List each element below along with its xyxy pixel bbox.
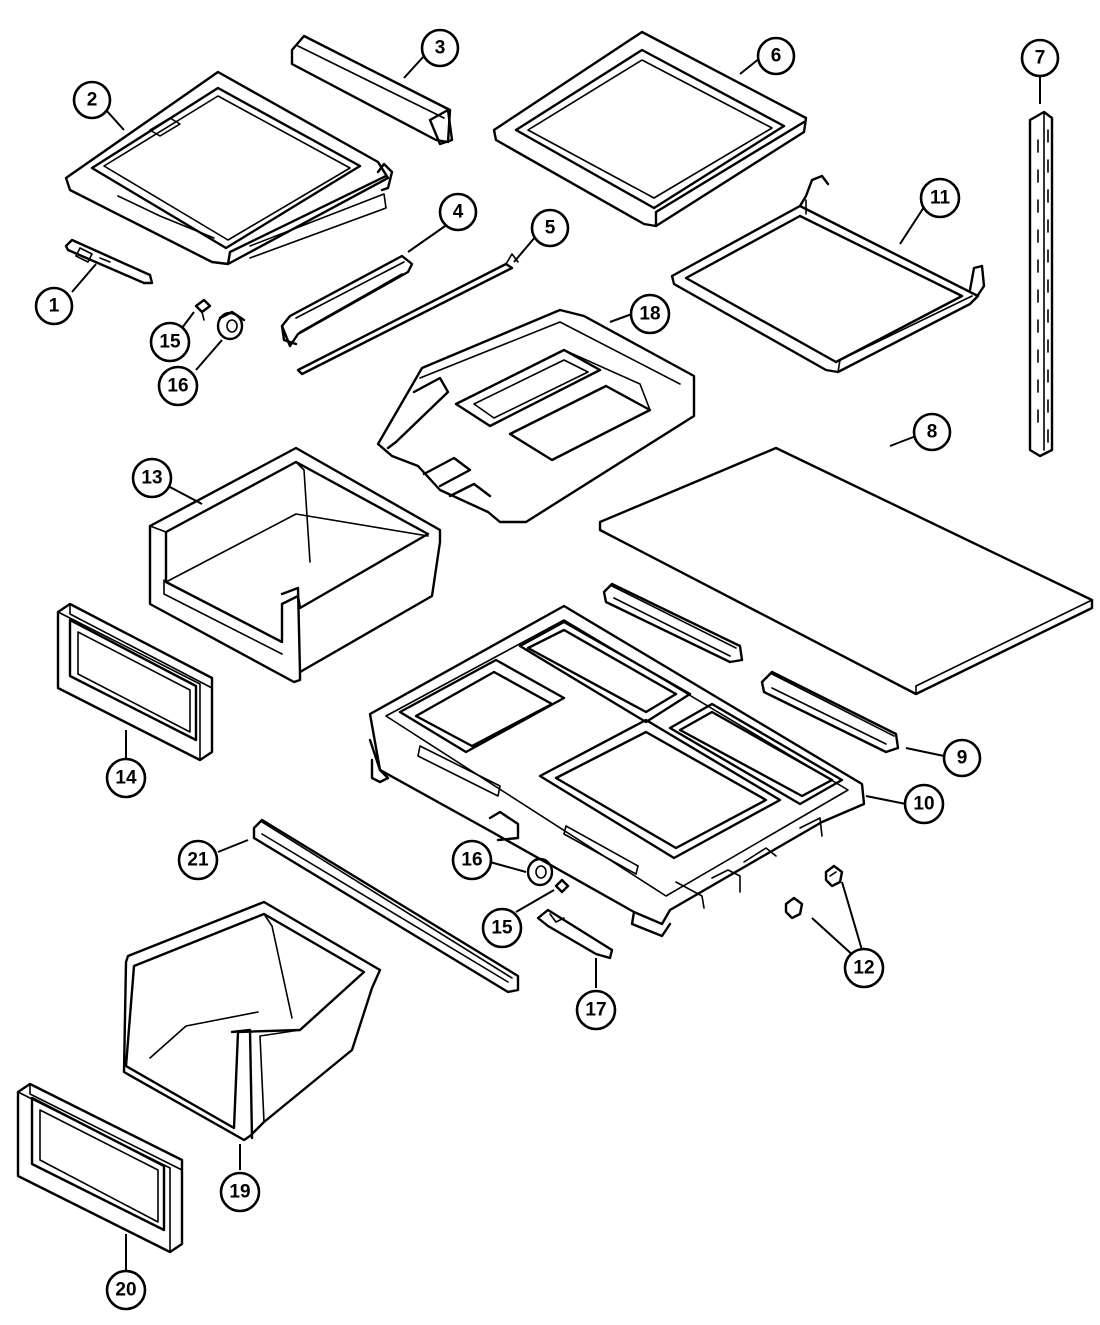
callout-20-label: 20 <box>115 1280 136 1301</box>
callout-9-label: 9 <box>957 748 968 769</box>
callout-3-label: 3 <box>435 38 446 59</box>
callout-17-label: 17 <box>585 1000 606 1021</box>
callout-10-label: 10 <box>913 794 934 815</box>
callout-16-lower: 16 <box>451 839 493 881</box>
part-1-shelf-clip <box>64 238 154 285</box>
callout-16-upper: 16 <box>157 365 199 407</box>
callout-21: 21 <box>177 839 219 881</box>
part-8-glass-panel <box>598 446 1094 696</box>
part-2-glass-shelf <box>64 70 394 266</box>
callout-8: 8 <box>912 412 952 452</box>
callout-2-label: 2 <box>87 90 98 111</box>
callout-13: 13 <box>131 457 173 499</box>
callout-3: 3 <box>420 28 460 68</box>
callout-21-label: 21 <box>187 850 209 871</box>
callout-14-label: 14 <box>115 768 137 789</box>
part-10-crisper-cover <box>368 604 866 938</box>
part-17-latch <box>536 908 614 960</box>
part-19-lower-pan <box>122 900 382 1142</box>
callout-19-label: 19 <box>229 1182 250 1203</box>
part-21-front-rail <box>252 818 520 994</box>
part-20-lower-drawer-front <box>16 1082 184 1254</box>
callout-15-lower: 15 <box>481 907 523 949</box>
callout-16-upper-label: 16 <box>167 376 188 397</box>
part-13-crisper-drawer <box>148 446 442 684</box>
part-11-cantilever-shelf <box>670 174 986 374</box>
part-3-shelf-end-cap <box>290 34 454 146</box>
callout-13-label: 13 <box>141 468 162 489</box>
callout-7: 7 <box>1020 38 1060 78</box>
callout-4-label: 4 <box>453 202 464 223</box>
callout-1: 1 <box>34 286 74 326</box>
callout-2: 2 <box>72 80 112 120</box>
part-15-screw-upper <box>194 298 212 321</box>
callout-6: 6 <box>756 36 796 76</box>
leader-lines <box>71 55 1041 1270</box>
callout-5-label: 5 <box>545 218 556 239</box>
callout-18-label: 18 <box>639 304 660 325</box>
callout-11-label: 11 <box>930 188 951 209</box>
part-16-bushing-lower <box>526 857 554 887</box>
part-9-slide-rail-lower <box>760 670 900 754</box>
callout-7-label: 7 <box>1035 48 1046 69</box>
part-12-bolt-upper <box>824 864 844 888</box>
callout-12: 12 <box>843 947 885 989</box>
part-7-shelf-ladder <box>1028 110 1054 458</box>
part-6-glass-shelf <box>492 30 808 228</box>
part-4-slide-bracket <box>280 254 414 348</box>
callout-8-label: 8 <box>927 422 938 443</box>
callout-15-upper-label: 15 <box>159 332 181 353</box>
callout-12-label: 12 <box>853 958 874 979</box>
callout-6-label: 6 <box>771 46 782 67</box>
callout-5: 5 <box>530 208 570 248</box>
part-12-bolt-lower <box>784 896 804 920</box>
part-14-drawer-front <box>56 602 214 762</box>
callout-1-label: 1 <box>49 296 60 317</box>
callout-20: 20 <box>105 1269 147 1311</box>
callout-19: 19 <box>219 1171 261 1213</box>
callout-15-upper: 15 <box>149 321 191 363</box>
callout-9: 9 <box>942 738 982 778</box>
callout-18: 18 <box>629 293 671 335</box>
callout-10: 10 <box>903 783 945 825</box>
callout-16-lower-label: 16 <box>461 850 482 871</box>
part-9-slide-rail-upper <box>602 582 744 664</box>
callout-14: 14 <box>105 757 147 799</box>
part-15-screw-lower <box>554 878 570 894</box>
callout-4: 4 <box>438 192 478 232</box>
callout-17: 17 <box>575 989 617 1031</box>
callout-15-lower-label: 15 <box>491 918 513 939</box>
part-16-bushing-upper <box>216 310 246 341</box>
callout-11: 11 <box>919 177 961 219</box>
part-18-crisper-cover-frame <box>376 308 696 524</box>
